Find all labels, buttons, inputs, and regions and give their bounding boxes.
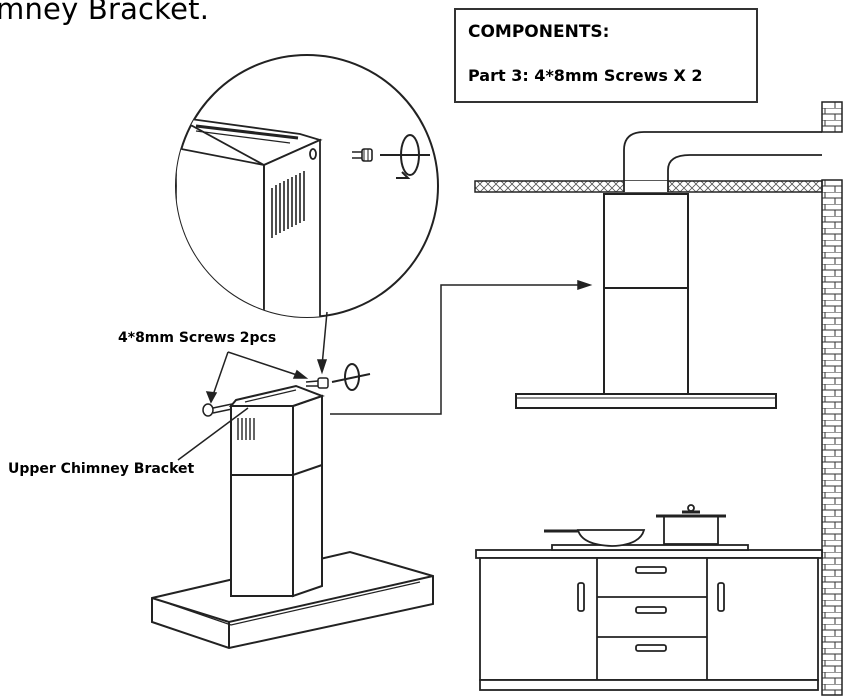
detail-arrow [316,311,328,375]
components-heading: COMPONENTS: [468,22,610,42]
detail-magnifier [175,54,439,318]
components-box: COMPONENTS: Part 3: 4*8mm Screws X 2 [454,8,758,103]
screwdriver-small-icon [331,363,371,391]
screw-right-icon [305,377,329,389]
components-part-3: Part 3: 4*8mm Screws X 2 [468,66,703,85]
page-title: mney Bracket. [0,0,210,26]
exhaust-ducts [623,131,822,192]
cooktop [544,504,749,551]
screw-detail-icon [352,148,373,162]
brick-wall [821,101,843,696]
range-hood-left [151,384,434,650]
screwdriver-icon [380,134,430,179]
upper-chimney-bracket-label: Upper Chimney Bracket [8,461,195,477]
ceiling-slab [474,180,823,193]
kitchen-cabinet [475,549,823,691]
screw-left-icon [202,403,233,417]
connector-arrow [330,279,593,415]
range-hood-right [515,193,777,409]
label-leaders [177,351,309,461]
screws-label: 4*8mm Screws 2pcs [118,330,277,346]
